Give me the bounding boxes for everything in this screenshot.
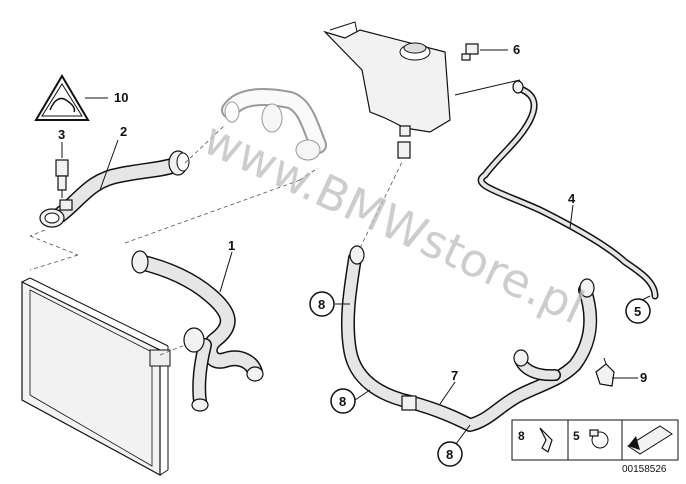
svg-text:8: 8	[446, 447, 453, 462]
callout-9[interactable]: 9	[640, 370, 647, 385]
callout-4[interactable]: 4	[568, 191, 576, 206]
svg-text:5: 5	[634, 304, 641, 319]
expansion-tank[interactable]	[322, 21, 521, 159]
radiator-hose[interactable]	[131, 250, 264, 412]
legend-box: 8 5	[511, 419, 679, 461]
bleeder-screw[interactable]	[461, 43, 479, 61]
legend-item-clip: 8	[518, 427, 553, 453]
temperature-sensor[interactable]	[55, 159, 69, 198]
callout-2[interactable]: 2	[120, 124, 127, 139]
radiator[interactable]	[21, 277, 171, 477]
svg-text:5: 5	[573, 429, 580, 443]
callout-6[interactable]: 6	[513, 42, 520, 57]
connection-lines	[29, 124, 404, 356]
svg-text:8: 8	[318, 297, 325, 312]
engine-hose[interactable]	[39, 150, 190, 228]
legend-item-clamp: 5	[573, 429, 609, 449]
callout-8-middle[interactable]: 8	[330, 388, 356, 414]
callout-3[interactable]: 3	[58, 127, 65, 142]
callout-5[interactable]: 5	[625, 298, 651, 324]
callout-1[interactable]: 1	[228, 238, 235, 253]
legend-item-arrow-icon	[627, 425, 673, 455]
watermark: www.BMWstore.pl	[195, 111, 592, 334]
vent-line[interactable]	[477, 80, 659, 300]
svg-text:8: 8	[339, 394, 346, 409]
bracket[interactable]	[595, 357, 615, 387]
svg-text:8: 8	[518, 429, 525, 443]
callout-7[interactable]: 7	[451, 368, 458, 383]
callout-8-lower[interactable]: 8	[437, 441, 463, 467]
warning-label[interactable]	[34, 74, 90, 121]
thermostat-housing[interactable]	[221, 88, 327, 161]
callout-10[interactable]: 10	[114, 90, 128, 105]
callout-8-upper[interactable]: 8	[309, 291, 335, 317]
reference-number: 00158526	[622, 464, 667, 475]
